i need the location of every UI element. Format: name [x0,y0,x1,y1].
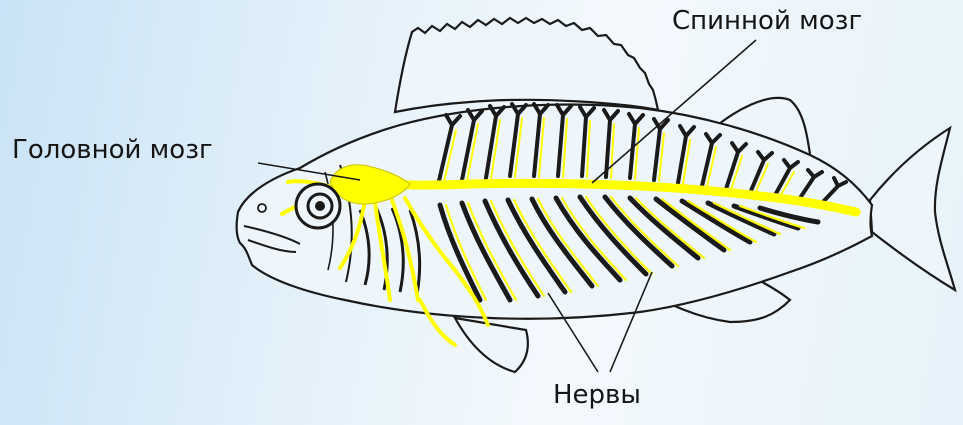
dorsal-fin [395,18,658,112]
pelvic-fin [455,318,528,372]
eye-pupil [315,201,325,211]
tail-fin [870,128,955,290]
label-spinal-cord: Спинной мозг [672,8,862,34]
label-nerves: Нервы [553,382,641,408]
label-brain: Головной мозг [12,137,213,163]
